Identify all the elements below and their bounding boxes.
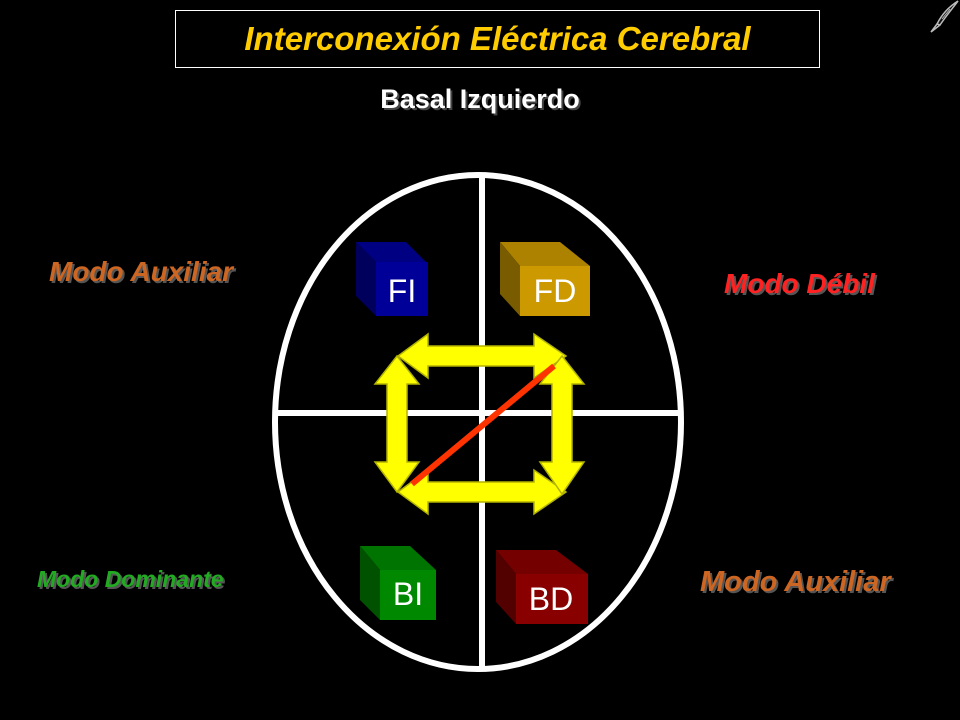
cube-fi: FI [356,242,428,316]
mode-label-bottom-left: Modo Dominante [37,566,224,592]
cube-bd: BD [496,550,588,624]
mode-label-top-left: Modo Auxiliar [49,256,234,287]
brain-outline [272,172,684,672]
arrow-top [396,332,568,380]
mode-label-top-right: Modo Débil [724,268,875,299]
page-subtitle: Basal Izquierdo [380,84,580,114]
arrow-bottom [396,468,568,516]
arrow-right [538,354,586,496]
page-title: Interconexión Eléctrica Cerebral [244,20,751,57]
arrow-left [373,354,421,494]
title-box: Interconexión Eléctrica Cerebral [175,10,820,68]
cube-fd: FD [500,242,590,316]
cube-bi: BI [360,546,436,620]
quadrant-label-bd: BD [529,581,573,617]
diagonal-connection [410,363,556,487]
quill-pen-icon [930,0,959,33]
connection-arrows [373,332,586,516]
quadrant-label-bi: BI [393,576,423,612]
quadrant-label-fd: FD [534,273,577,309]
quadrant-label-fi: FI [388,273,416,309]
mode-label-bottom-right: Modo Auxiliar [700,566,891,598]
